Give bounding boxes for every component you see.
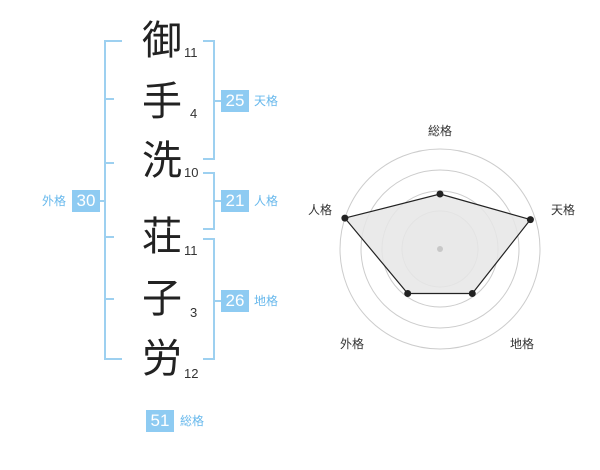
stroke-count-1: 11 <box>184 45 198 60</box>
radar-ring-3 <box>360 169 520 329</box>
jinkaku-score: 21 <box>221 190 249 212</box>
radar-point-chikaku <box>468 290 476 297</box>
stroke-count-2: 4 <box>190 106 198 121</box>
stroke-count-6: 12 <box>184 366 199 381</box>
stroke-count-5: 3 <box>190 305 198 320</box>
name-char-6: 労 <box>142 336 182 382</box>
radar-label-chikaku: 地格 <box>510 337 535 351</box>
name-char-3: 洗 <box>142 138 182 184</box>
tenkaku-label: 天格 <box>254 94 279 108</box>
radar-ring-4 <box>339 148 541 350</box>
soukaku-label: 総格 <box>180 414 205 428</box>
stroke-count-4: 11 <box>184 243 198 258</box>
radar-center-dot <box>437 246 443 252</box>
radar-point-tenkaku <box>526 216 534 224</box>
jinkaku-label: 人格 <box>254 194 279 208</box>
name-char-1: 御 <box>142 18 182 64</box>
radar-label-gaikaku: 外格 <box>340 337 365 351</box>
tenkaku-score: 25 <box>221 90 249 112</box>
gaikaku-label: 外格 <box>42 194 67 208</box>
chikaku-label: 地格 <box>254 294 279 308</box>
gaikaku-score: 30 <box>72 190 100 212</box>
radar-polygon <box>343 193 532 295</box>
radar-label-soukaku: 総格 <box>428 124 453 138</box>
name-char-5: 子 <box>142 276 182 322</box>
soukaku-score: 51 <box>146 410 174 432</box>
name-char-4: 荘 <box>142 214 182 260</box>
name-char-2: 手 <box>142 79 182 125</box>
radar-point-soukaku <box>436 190 444 198</box>
chikaku-score: 26 <box>221 290 249 312</box>
radar-label-jinkaku: 人格 <box>308 203 333 217</box>
radar-point-gaikaku <box>404 290 412 297</box>
radar-label-tenkaku: 天格 <box>551 203 576 217</box>
radar-point-jinkaku <box>341 214 349 222</box>
stroke-count-3: 10 <box>184 165 199 180</box>
